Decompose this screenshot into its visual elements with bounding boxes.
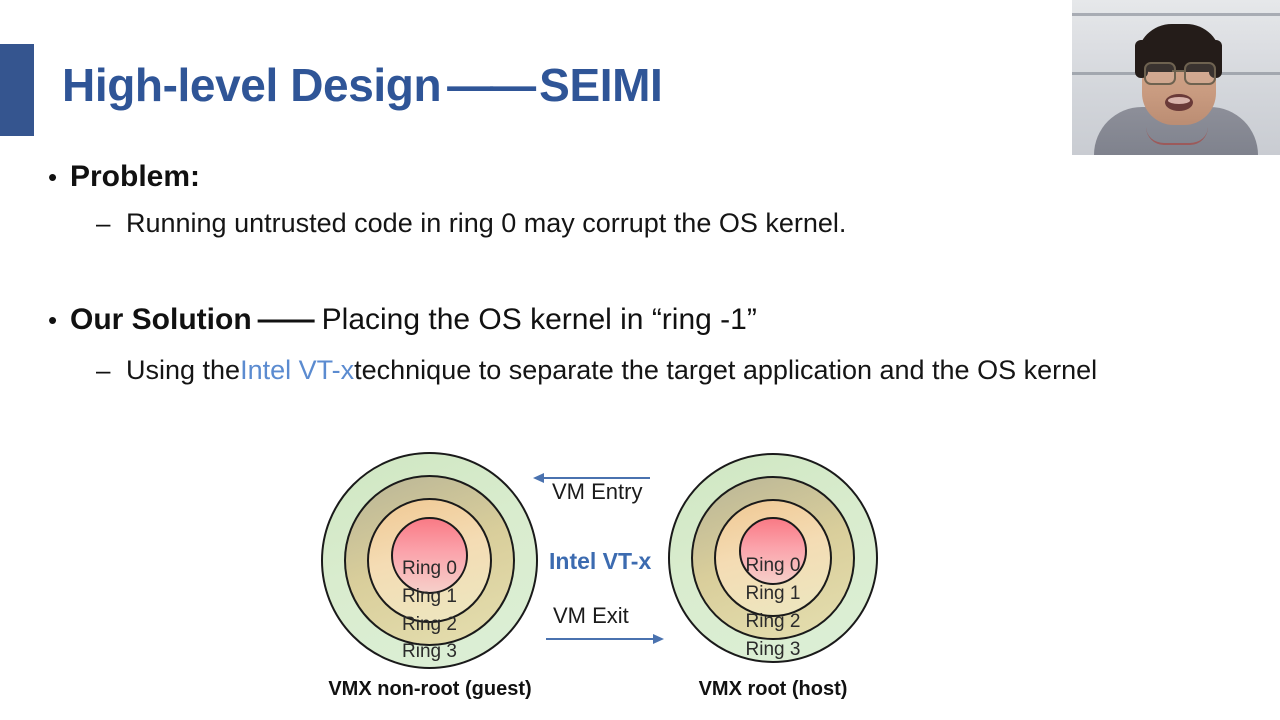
dash-marker-icon: – [96,208,111,238]
ring-label-1: Ring 1 [402,586,457,607]
ring-label-0: Ring 0 [402,558,457,579]
bullet-marker-icon: • [48,162,58,192]
ring-label-1: Ring 1 [745,583,801,604]
bullet-solution-sub: – Using the Intel VT-x technique to sepa… [96,355,1097,386]
caption-guest: VMX non-root (guest) [328,678,532,700]
ring-label-3: Ring 3 [745,639,801,660]
ring-label-2: Ring 2 [402,614,457,635]
presenter-hair [1137,24,1221,72]
bullet-solution: • Our Solution —— Placing the OS kernel … [48,303,757,337]
vm-exit-label: VM Exit [553,603,629,628]
bullet-solution-label: Our Solution [70,303,252,336]
page-title-suffix: SEIMI [539,59,663,111]
page-title: High-level Design——SEIMI [62,58,663,112]
presenter-webcam-video[interactable] [1072,0,1280,155]
caption-host: VMX root (host) [698,678,848,700]
bullet-problem-sub-text: Running untrusted code in ring 0 may cor… [126,208,847,238]
ring-label-3: Ring 3 [402,641,457,662]
ring-diagram-guest: Ring 0 Ring 1 Ring 2 Ring 3 [321,452,538,669]
bullet-solution-sub-pre: Using the [126,355,241,385]
bullet-solution-sub-post: technique to separate the target applica… [354,355,1098,385]
ring-diagram-host: Ring 0 Ring 1 Ring 2 Ring 3 [668,453,878,663]
presenter-glasses [1184,62,1216,85]
title-accent-bar [0,44,34,136]
intel-vtx-label: Intel VT-x [549,548,652,574]
bullet-solution-rest: Placing the OS kernel in “ring -1” [321,303,757,336]
ring-label-2: Ring 2 [745,611,801,632]
bullet-problem-sub: – Running untrusted code in ring 0 may c… [96,208,846,239]
bullet-problem-label: Problem: [70,160,201,193]
bullet-solution-sub-accent: Intel VT-x [240,355,355,385]
presenter-teeth [1168,97,1190,104]
presenter-glasses-bridge [1172,70,1184,72]
presenter-glasses [1144,62,1176,85]
wall-seam [1072,13,1280,16]
page-title-dash: —— [447,59,536,111]
presenter-collar [1146,127,1208,145]
ring-0-circle [391,517,468,594]
bullet-solution-dash: —— [257,303,315,336]
dash-marker-icon: – [96,355,111,385]
vm-entry-label: VM Entry [552,479,643,504]
bullet-marker-icon: • [48,305,58,335]
ring-0-circle [739,517,807,585]
ring-label-0: Ring 0 [745,555,801,576]
bullet-problem: • Problem: [48,160,200,194]
page-title-main: High-level Design [62,59,442,111]
